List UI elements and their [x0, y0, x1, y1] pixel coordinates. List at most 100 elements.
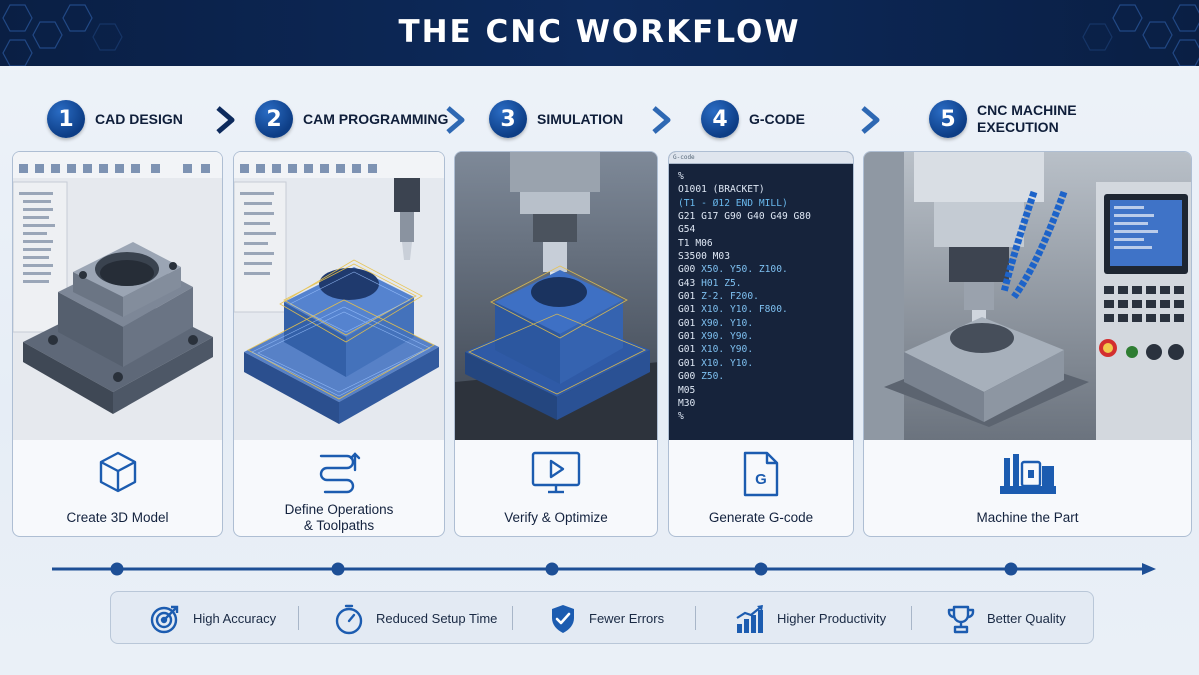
timeline-node: [110, 562, 124, 576]
gcode-word: Z5.: [718, 277, 742, 289]
benefit-divider: [911, 606, 912, 630]
benefit-higher-productivity: Higher Productivity: [735, 592, 886, 645]
gcode-line: G21 G17 G90 G40 G49 G80: [678, 211, 811, 223]
benefit-fewer-errors: Fewer Errors: [549, 592, 664, 645]
title-banner: THE CNC WORKFLOW: [0, 0, 1199, 66]
gcode-listing: % O1001 (BRACKET)(T1 - Ø12 END MILL) G21 G…: [669, 164, 853, 424]
benefit-reduced-setup-time: Reduced Setup Time: [334, 592, 497, 645]
page-title: THE CNC WORKFLOW: [398, 14, 801, 50]
gcode-word: H01: [695, 277, 719, 289]
gcode-word: X10.: [695, 304, 725, 316]
gcode-line: G01 X90. Y10.: [678, 317, 853, 330]
gcode-word: G01: [678, 344, 696, 356]
target-icon: [150, 605, 179, 633]
benefit-label: High Accuracy: [193, 611, 277, 626]
chevron-right-icon: [446, 106, 465, 134]
gcode-line: T1 M06: [678, 237, 713, 249]
timeline-node: [1004, 562, 1018, 576]
cad-software-screenshot: [13, 152, 222, 440]
timeline-node: [331, 562, 345, 576]
step-card-gcode: G-code % O1001 (BRACKET)(T1 - Ø12 END MIL…: [668, 151, 854, 537]
step-number-badge: 4: [701, 100, 739, 138]
step-caption: Create 3D Model: [66, 510, 169, 525]
growth-chart-icon: [736, 604, 763, 633]
gcode-word: G01: [678, 357, 696, 369]
gcode-word: Y10.: [724, 317, 754, 329]
benefit-divider: [298, 606, 299, 630]
gcode-file-icon: G: [743, 451, 779, 497]
step-header-cam: 2 CAM PROGRAMMING: [255, 99, 448, 139]
gcode-word: G01: [678, 304, 696, 316]
step-number-badge: 1: [47, 100, 85, 138]
gcode-word: X50.: [695, 264, 725, 276]
gcode-line: G01 X10. Y10. F800.: [678, 303, 853, 316]
stopwatch-icon: [335, 604, 363, 634]
step-title: SIMULATION: [537, 110, 624, 127]
step-title: CAD DESIGN: [95, 110, 183, 127]
gcode-editor-panel: G-code % O1001 (BRACKET)(T1 - Ø12 END MIL…: [669, 152, 853, 440]
step-card-machine: Machine the Part: [863, 151, 1192, 537]
toolpath-icon: [319, 452, 361, 494]
hexagon-pattern-left: [2, 4, 123, 66]
gcode-word: Y10.: [724, 304, 754, 316]
step-header-gcode: 4 G-CODE: [701, 99, 805, 139]
benefit-high-accuracy: High Accuracy: [149, 592, 276, 645]
gcode-line: G01 Z-2. F200.: [678, 290, 853, 303]
hexagon-pattern-right: [1082, 4, 1199, 66]
gcode-word: X90.: [695, 331, 725, 343]
step-caption: Define Operations & Toolpaths: [284, 502, 394, 533]
benefit-label: Fewer Errors: [589, 611, 665, 626]
gcode-word: G00: [678, 371, 696, 383]
timeline-node: [545, 562, 559, 576]
step-header-cad: 1 CAD DESIGN: [47, 99, 183, 139]
benefit-label: Better Quality: [987, 611, 1066, 626]
gcode-word: Y50.: [724, 264, 754, 276]
step-card-cam: Define Operations & Toolpaths: [233, 151, 445, 537]
gcode-word: Y90.: [724, 331, 754, 343]
step-card-simulation: Verify & Optimize: [454, 151, 658, 537]
svg-text:G: G: [755, 471, 767, 488]
gcode-line: G01 X10. Y90.: [678, 343, 853, 356]
gcode-word: Y90.: [724, 344, 754, 356]
gcode-line: M30: [678, 397, 696, 409]
benefit-better-quality: Better Quality: [947, 592, 1066, 645]
chevron-right-icon: [652, 106, 671, 134]
gcode-line: G54: [678, 224, 696, 236]
gcode-word: X90.: [695, 317, 725, 329]
benefits-bar: High Accuracy Reduced Setup Time Fewer E…: [110, 591, 1094, 644]
gcode-comment-line: (T1 - Ø12 END MILL): [678, 197, 788, 209]
gcode-window-titlebar: G-code: [669, 152, 853, 164]
gcode-line: %: [678, 171, 684, 182]
cnc-machine-photo: [864, 152, 1191, 440]
gcode-line: S3500 M03: [678, 251, 730, 263]
gcode-line: M05: [678, 384, 696, 396]
benefit-label: Higher Productivity: [777, 611, 887, 626]
step-header-machine: 5 CNC MACHINE EXECUTION: [929, 99, 1077, 139]
benefit-divider: [695, 606, 696, 630]
gcode-word: G43: [678, 277, 696, 289]
chevron-right-icon: [216, 106, 235, 134]
timeline-node: [754, 562, 768, 576]
chevron-right-icon: [861, 106, 880, 134]
step-caption: Generate G-code: [708, 510, 814, 525]
gcode-word: Z-2.: [695, 291, 725, 303]
workflow-timeline: [52, 562, 1156, 576]
gcode-word: G01: [678, 331, 696, 343]
cam-toolpath-screenshot: [234, 152, 444, 440]
gcode-word: Z100.: [753, 264, 788, 276]
step-title: CNC MACHINE EXECUTION: [977, 102, 1077, 135]
gcode-line: G00 X50. Y50. Z100.: [678, 263, 853, 276]
gcode-line: O1001 (BRACKET): [678, 184, 765, 196]
gcode-word: X10.: [695, 357, 725, 369]
gcode-line: G43 H01 Z5.: [678, 277, 853, 290]
gcode-line: %: [678, 411, 684, 423]
step-number-badge: 5: [929, 100, 967, 138]
step-caption: Verify & Optimize: [504, 510, 608, 525]
gcode-word: G01: [678, 291, 696, 303]
step-title: G-CODE: [749, 110, 805, 127]
gcode-word: F800.: [753, 304, 788, 316]
gcode-word: F200.: [724, 291, 759, 303]
trophy-icon: [947, 605, 975, 633]
gcode-line: G01 X90. Y90.: [678, 330, 853, 343]
gcode-word: X10.: [695, 344, 725, 356]
